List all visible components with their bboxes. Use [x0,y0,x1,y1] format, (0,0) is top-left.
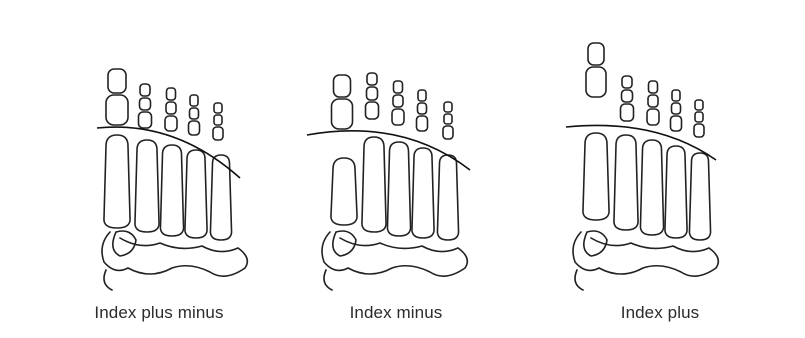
toe-1-phalanx-2 [332,99,353,129]
panel-index-minus: Index minus [262,0,530,338]
toe-1-phalanx-1 [334,75,351,97]
metatarsal-2 [614,135,638,230]
toe-2-phalanx-1 [622,76,632,88]
toe-3-phalanx-1 [649,81,658,93]
toe-5-phalanx-2 [214,115,222,125]
toe-5-phalanx-1 [214,103,222,113]
panel-caption: Index plus minus [25,303,293,323]
toe-2-phalanx-1 [367,73,377,85]
toe-4-phalanx-2 [190,108,199,119]
toe-2-phalanx-3 [139,112,152,128]
metatarsal-2 [362,137,386,232]
tarsal-bones-outline [102,232,247,290]
toe-5-phalanx-3 [443,126,453,139]
toe-4-phalanx-2 [672,103,681,114]
toe-2-phalanx-2 [140,98,151,110]
toe-2-phalanx-1 [140,84,150,96]
foot-skeleton-drawing [526,0,794,300]
panel-caption: Index plus [526,303,794,323]
metatarsal-2 [135,140,159,232]
toe-5-phalanx-2 [695,112,703,122]
toe-1-phalanx-1 [588,43,604,65]
metatarsal-3 [387,142,410,236]
toe-3-phalanx-3 [647,109,659,125]
metatarsal-1 [104,135,130,228]
metatarsal-5 [689,153,710,240]
toe-5-phalanx-1 [444,102,452,112]
toe-4-phalanx-1 [672,90,680,101]
toe-3-phalanx-2 [166,102,176,114]
toe-4-phalanx-1 [190,95,198,106]
toe-2-phalanx-2 [367,87,378,100]
toe-4-phalanx-1 [418,90,426,101]
metatarsal-1 [583,133,609,220]
tarsal-bones-outline [573,232,718,290]
toe-5-phalanx-3 [213,127,223,140]
panel-index-plus-minus: Index plus minus [25,0,293,338]
toe-3-phalanx-1 [394,81,403,93]
toe-2-phalanx-3 [621,104,634,121]
toe-3-phalanx-1 [167,88,176,100]
metatarsal-3 [160,145,183,236]
toe-1-phalanx-2 [106,95,128,125]
foot-skeleton-drawing [25,0,293,300]
toe-4-phalanx-3 [189,121,200,135]
toe-1-phalanx-1 [108,69,126,93]
metatarsal-3 [640,140,663,235]
toe-3-phalanx-2 [393,95,403,107]
toe-5-phalanx-2 [444,114,452,124]
toe-4-phalanx-2 [418,103,427,114]
panel-caption: Index minus [262,303,530,323]
toe-4-phalanx-3 [417,116,428,131]
toe-4-phalanx-3 [671,116,682,131]
toe-2-phalanx-3 [366,102,379,119]
tarsal-bones-outline [322,232,467,290]
toe-3-phalanx-3 [392,109,404,125]
toe-1-phalanx-2 [586,67,606,97]
toe-3-phalanx-3 [165,116,177,131]
toe-5-phalanx-1 [695,100,703,110]
foot-skeleton-drawing [262,0,530,300]
toe-2-phalanx-2 [622,90,633,102]
metatarsal-4 [412,148,434,238]
panel-index-plus: Index plus [526,0,794,338]
metatarsal-1 [331,158,357,225]
metatarsal-4 [185,150,207,238]
metatarsal-5 [437,155,458,240]
toe-3-phalanx-2 [648,95,658,107]
metatarsal-4 [665,146,687,238]
toe-5-phalanx-3 [694,124,704,137]
